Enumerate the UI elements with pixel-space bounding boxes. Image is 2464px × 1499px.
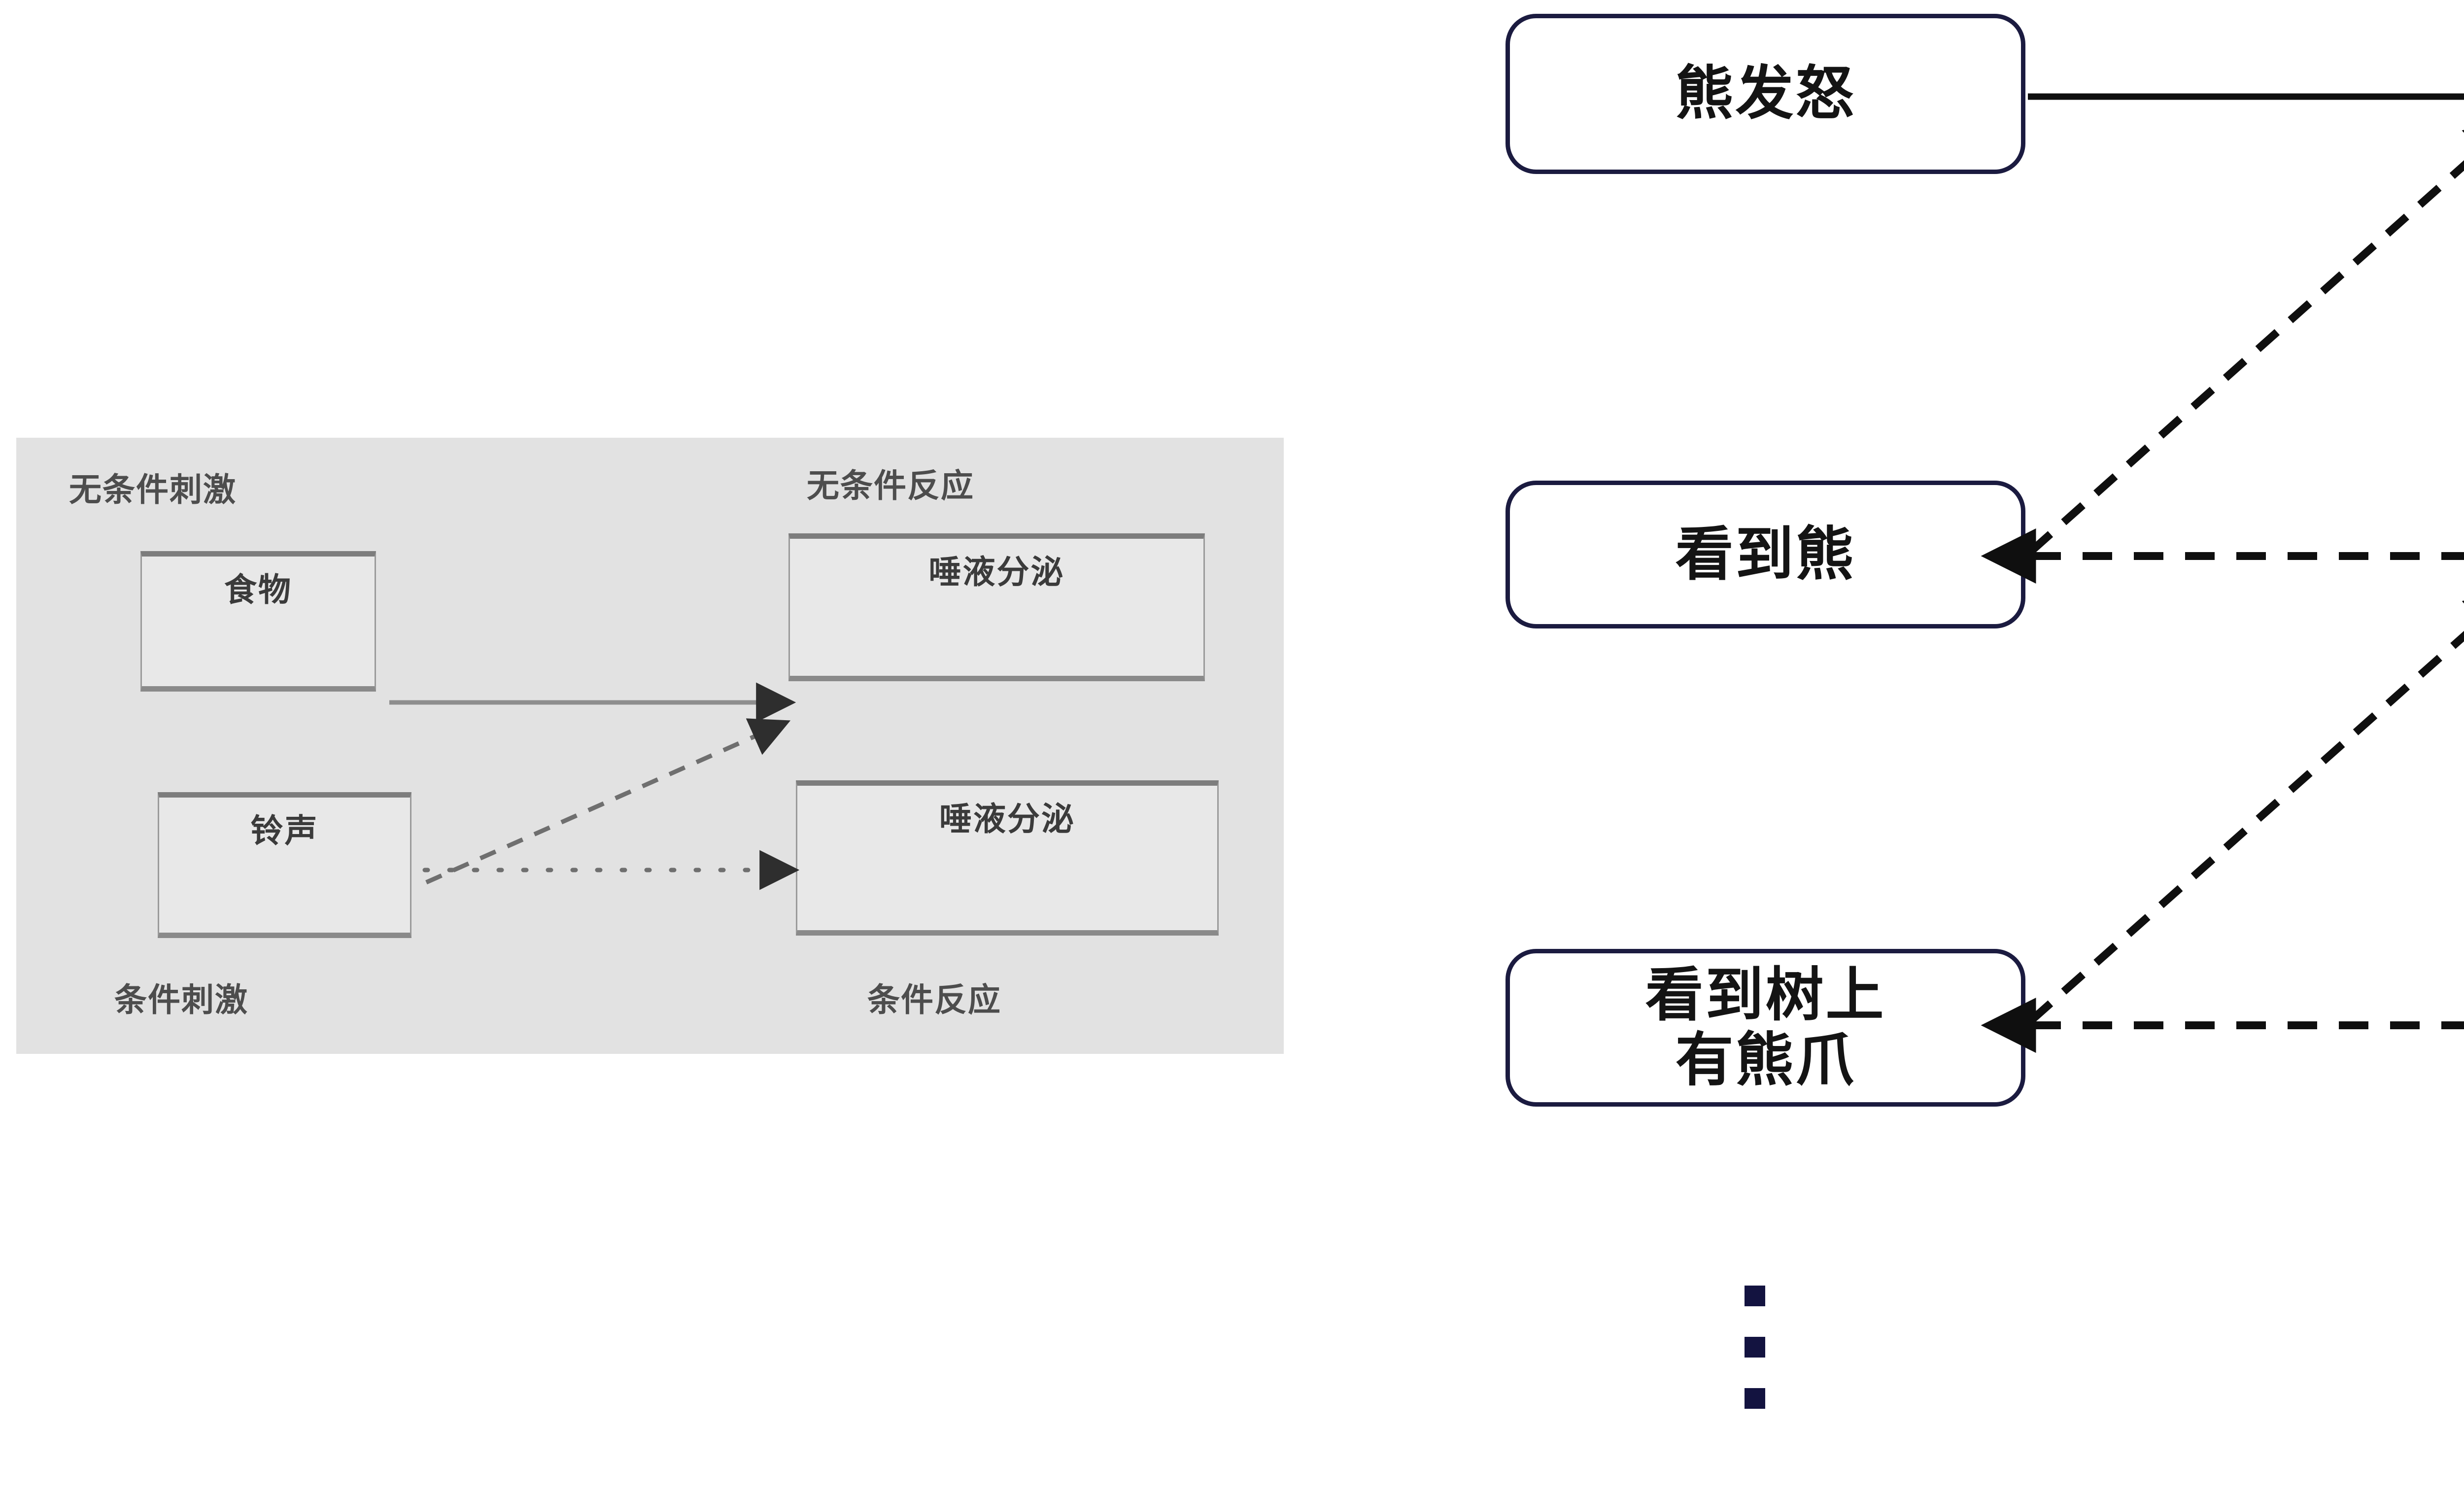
label-unconditioned-response: 无条件反应: [807, 467, 974, 504]
ellipsis-dot: [1745, 1388, 1765, 1409]
box-food: 食物: [140, 551, 376, 692]
box-salivation-unconditioned-label: 唾液分泌: [928, 554, 1065, 590]
arrow-see-bear-to-reward: [2028, 114, 2464, 554]
box-see-claw-line2: 有熊爪: [1675, 1028, 1856, 1093]
box-see-claw-on-tree: 看到树上 有熊爪: [1506, 949, 2025, 1107]
box-salivation-unconditioned: 唾液分泌: [788, 533, 1205, 681]
arrow-see-claw-to-value-next-state: [2028, 585, 2464, 1023]
box-see-bear-label: 看到熊: [1675, 522, 1856, 587]
box-see-claw-on-tree-label: 看到树上 有熊爪: [1645, 963, 1885, 1093]
box-bell-label: 铃声: [250, 812, 319, 849]
box-bell: 铃声: [158, 792, 411, 938]
ellipsis-dot: [1745, 1337, 1765, 1358]
box-see-claw-line1: 看到树上: [1645, 962, 1886, 1028]
label-conditioned-stimulus: 条件刺激: [114, 981, 248, 1018]
box-bear-angry-label: 熊发怒: [1675, 61, 1856, 127]
classical-conditioning-panel: [16, 438, 1284, 1054]
box-food-label: 食物: [224, 571, 292, 608]
box-see-bear: 看到熊: [1506, 481, 2025, 628]
ellipsis-dot: [1745, 1286, 1765, 1306]
vertical-ellipsis-left: [1745, 1286, 1765, 1439]
label-conditioned-response: 条件反应: [867, 981, 1001, 1018]
box-bear-angry: 熊发怒: [1506, 14, 2025, 174]
box-salivation-conditioned-label: 唾液分泌: [939, 801, 1075, 837]
box-salivation-conditioned: 唾液分泌: [796, 780, 1219, 936]
label-unconditioned-stimulus: 无条件刺激: [69, 471, 237, 508]
